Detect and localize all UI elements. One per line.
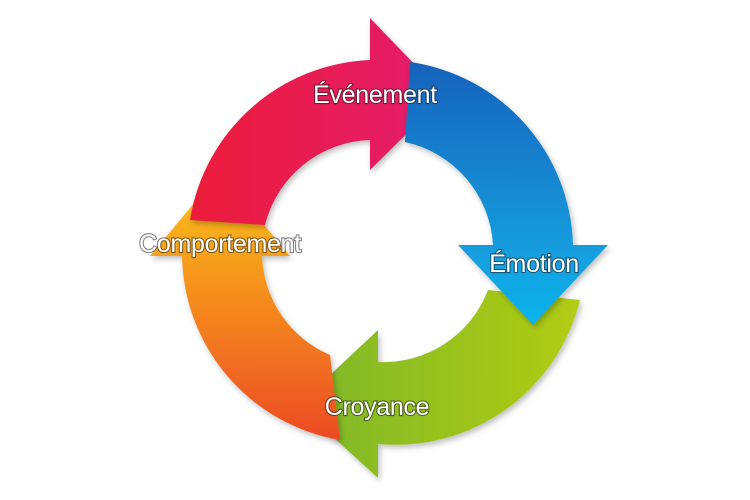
arrow-evenement	[190, 18, 445, 225]
arrow-croyance	[298, 290, 580, 478]
label-comportement: Comportement	[139, 230, 301, 258]
label-evenement: Événement	[313, 80, 437, 109]
label-croyance: Croyance	[325, 393, 430, 421]
label-emotion: Émotion	[489, 249, 579, 278]
arrow-comportement	[150, 172, 340, 440]
arrow-emotion	[405, 62, 608, 325]
